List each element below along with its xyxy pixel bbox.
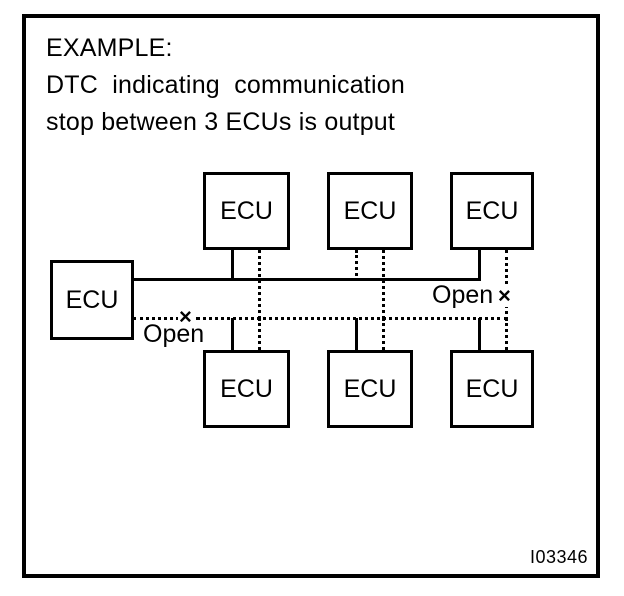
stub-bottom2-solid bbox=[355, 318, 358, 350]
stub-bottom3-dotted bbox=[505, 318, 508, 350]
stub-top3-solid bbox=[478, 250, 481, 281]
ecu-left-label: ECU bbox=[65, 285, 119, 314]
stub-bottom3-solid bbox=[478, 318, 481, 350]
stub-bottom1-solid bbox=[231, 318, 234, 350]
ecu-top-2-label: ECU bbox=[343, 196, 397, 225]
ecu-bottom-2[interactable]: ECU bbox=[327, 350, 413, 428]
open-fault-right-x-icon: × bbox=[497, 283, 512, 308]
caption-line-2: DTC indicating communication bbox=[46, 71, 405, 99]
ecu-top-3-label: ECU bbox=[465, 196, 519, 225]
open-fault-left-label: Open bbox=[143, 320, 205, 348]
ecu-top-1[interactable]: ECU bbox=[203, 172, 290, 250]
ecu-bottom-2-label: ECU bbox=[343, 374, 397, 403]
ecu-bottom-1-label: ECU bbox=[220, 374, 273, 403]
stub-top1-dotted bbox=[258, 250, 261, 319]
figure-caption: EXAMPLE: DTC indicating communication st… bbox=[46, 30, 516, 141]
stub-top1-solid bbox=[231, 250, 234, 280]
caption-line-1: EXAMPLE: bbox=[46, 34, 173, 62]
stub-bottom2-dotted bbox=[382, 318, 385, 350]
bus-upper-solid bbox=[133, 278, 481, 281]
bus-lower-dotted-right bbox=[196, 317, 508, 320]
ecu-top-2[interactable]: ECU bbox=[327, 172, 413, 250]
figure-id: I03346 bbox=[529, 547, 588, 567]
ecu-bottom-3[interactable]: ECU bbox=[450, 350, 534, 428]
open-fault-right-label: Open bbox=[432, 281, 494, 309]
stub-top2-dotted-a bbox=[355, 250, 358, 281]
ecu-top-3[interactable]: ECU bbox=[450, 172, 534, 250]
caption-line-3: stop between 3 ECUs is output bbox=[46, 108, 396, 136]
ecu-top-1-label: ECU bbox=[220, 196, 273, 225]
bus-lower-dotted-left bbox=[133, 317, 185, 320]
stub-top2-dotted-b bbox=[382, 250, 385, 319]
ecu-bottom-1[interactable]: ECU bbox=[203, 350, 290, 428]
ecu-bottom-3-label: ECU bbox=[465, 374, 519, 403]
stub-bottom1-dotted bbox=[258, 318, 261, 350]
ecu-left[interactable]: ECU bbox=[50, 260, 134, 340]
